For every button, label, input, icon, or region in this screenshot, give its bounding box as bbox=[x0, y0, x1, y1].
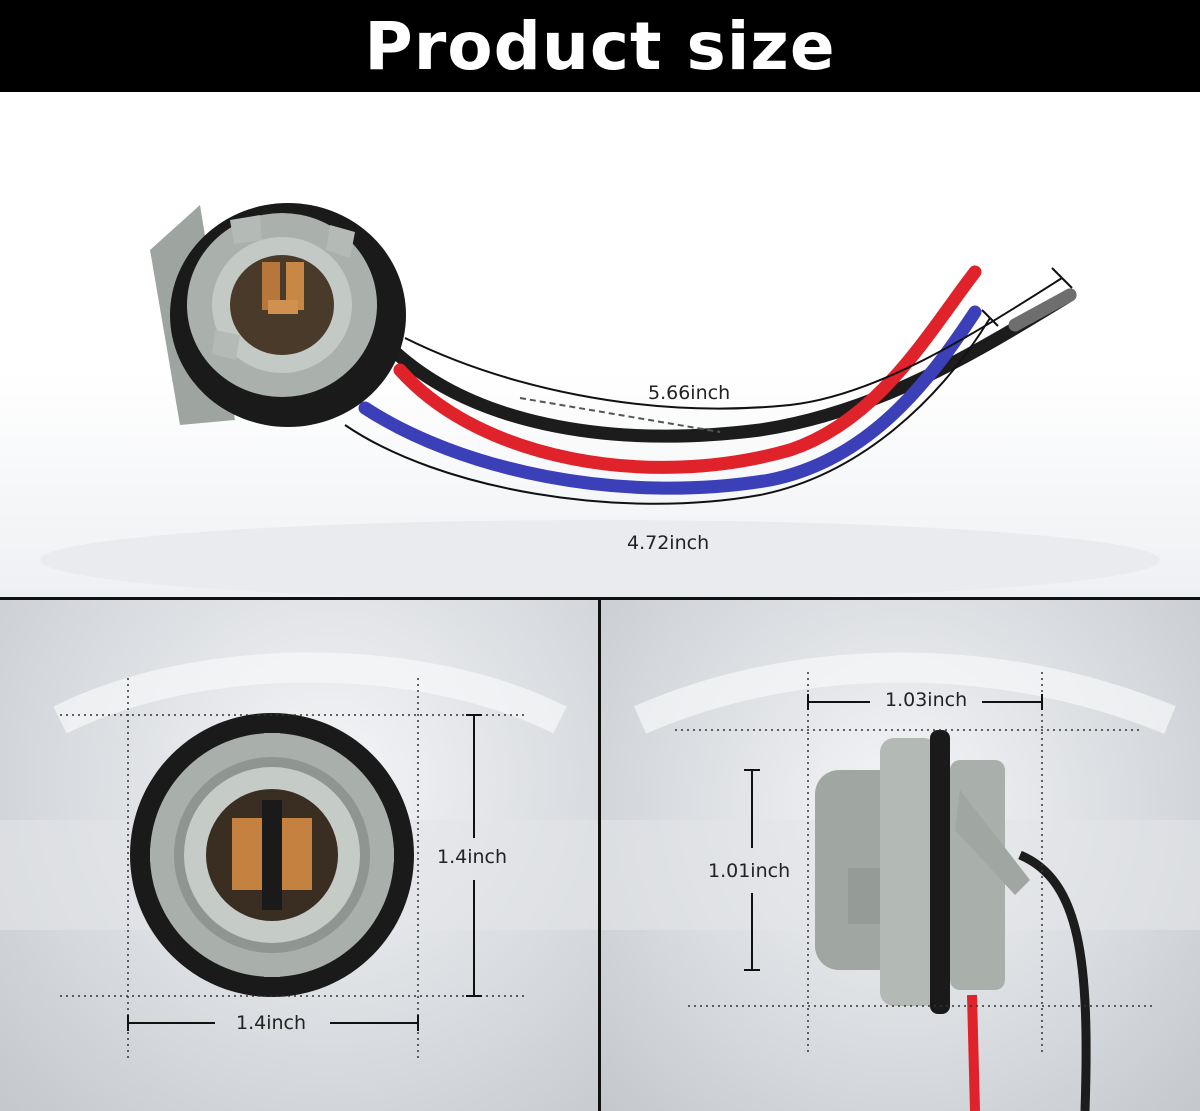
horizontal-divider bbox=[0, 597, 1200, 600]
front-width-label: 1.4inch bbox=[236, 1012, 307, 1034]
front-view-panel: 1.4inch 1.4inch bbox=[0, 600, 598, 1111]
side-height-label: 1.01inch bbox=[708, 860, 791, 882]
side-view-illustration bbox=[601, 652, 1200, 1111]
front-view-illustration bbox=[0, 652, 598, 1060]
page-title: Product size bbox=[364, 7, 836, 85]
socket-side-view bbox=[815, 730, 1030, 1014]
vertical-divider bbox=[598, 600, 601, 1111]
front-height-label: 1.4inch bbox=[437, 846, 508, 868]
side-view-panel: 1.03inch 1.01inch bbox=[601, 600, 1200, 1111]
socket-with-wires-illustration bbox=[40, 203, 1160, 598]
total-wire-length-label: 5.66inch bbox=[648, 382, 731, 404]
title-banner: Product size bbox=[0, 0, 1200, 92]
socket-with-wires-panel: 5.66inch 4.72inch bbox=[0, 92, 1200, 598]
side-width-label: 1.03inch bbox=[885, 689, 968, 711]
socket-body-angled bbox=[150, 203, 406, 427]
socket-front-view bbox=[130, 713, 414, 997]
wire-length-label: 4.72inch bbox=[627, 532, 710, 554]
